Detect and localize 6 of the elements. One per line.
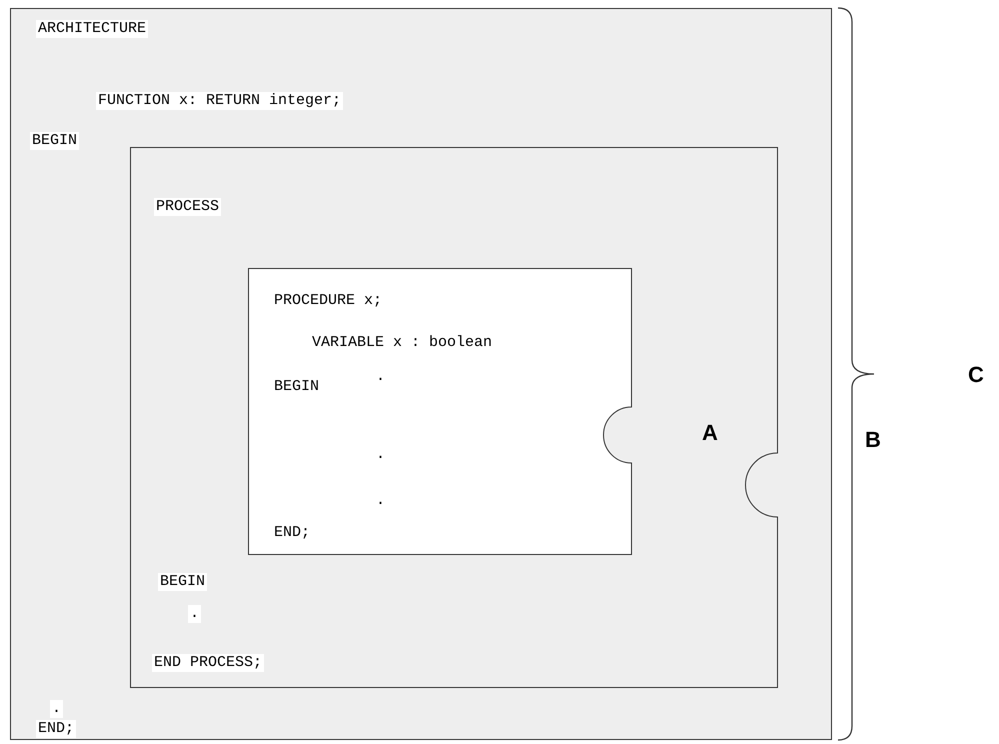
architecture-block bbox=[10, 8, 832, 740]
brace-label: C bbox=[968, 363, 984, 387]
procedure-block bbox=[248, 268, 632, 555]
brace-label: A bbox=[702, 421, 718, 445]
process-block bbox=[130, 147, 778, 688]
brace-label: B bbox=[865, 428, 881, 452]
